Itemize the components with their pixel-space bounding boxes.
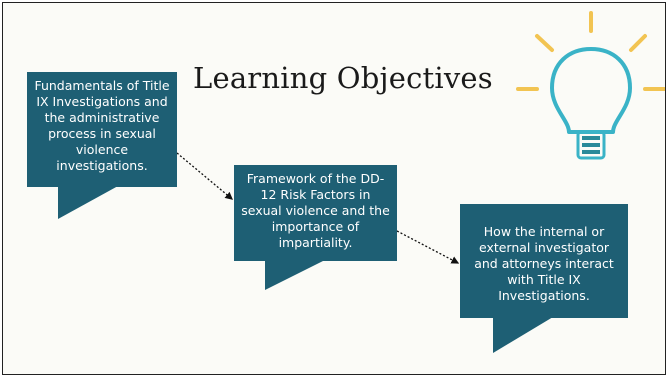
objective-callout-2: Framework of the DD-12 Risk Factors in s…: [234, 165, 397, 261]
connector-arrow-1: [176, 152, 233, 200]
objective-callout-1: Fundamentals of Title IX Investigations …: [27, 72, 177, 187]
slide: Learning Objectives Fundamentals of Titl…: [2, 2, 666, 375]
objective-callout-3: How the internal or external investigato…: [460, 204, 628, 318]
callout-tail-2: [265, 260, 325, 290]
connector-arrow-2: [396, 230, 460, 264]
lightbulb-icon: [516, 11, 665, 160]
callout-tail-3: [493, 317, 553, 353]
callout-tail-1: [58, 186, 118, 219]
slide-title: Learning Objectives: [193, 61, 493, 95]
dotted-arrow-icon: [176, 152, 460, 264]
